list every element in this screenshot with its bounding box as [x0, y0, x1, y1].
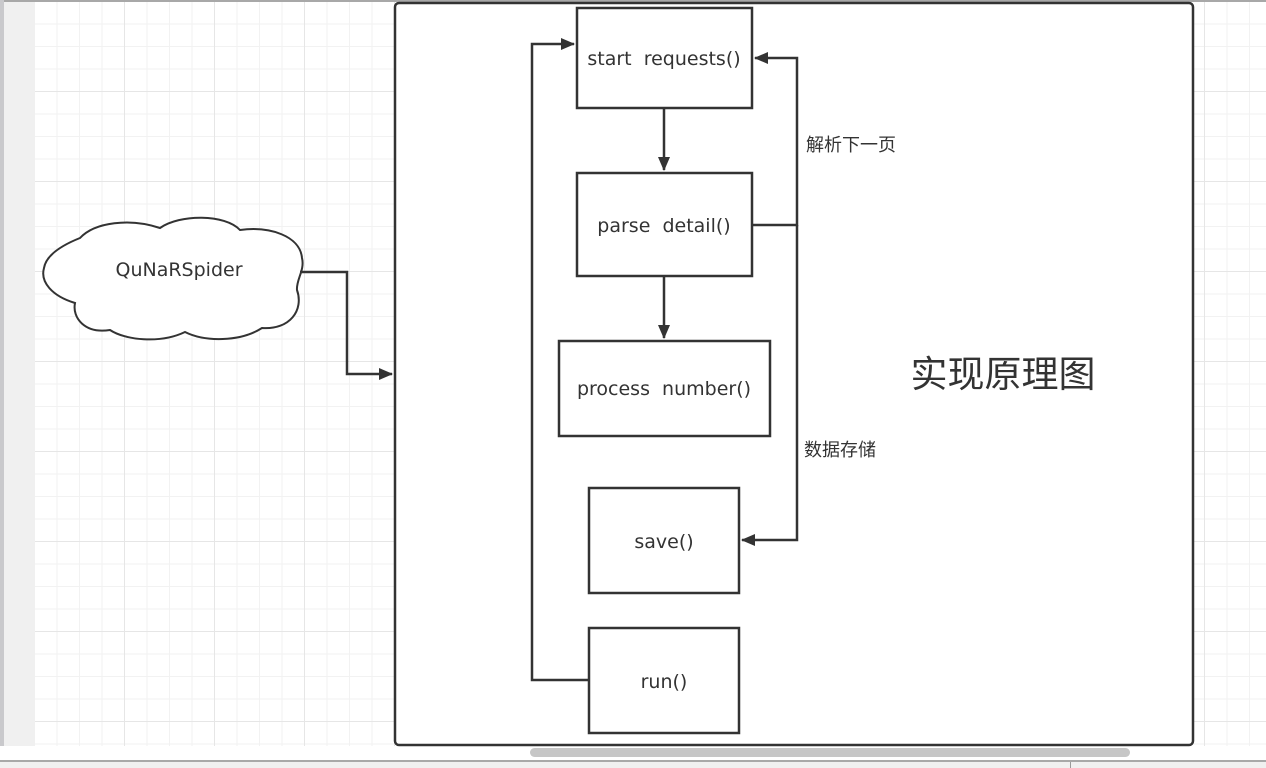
node-box	[587, 486, 741, 595]
diagram-title: 实现原理图	[911, 353, 1096, 396]
node-label: save()	[634, 531, 693, 553]
edge-parse-to-start-next-page	[752, 52, 799, 227]
bottom-bar-divider	[1070, 762, 1071, 768]
left-edge	[0, 0, 4, 746]
node-label: start requests()	[587, 48, 740, 70]
edge-label-next-page: 解析下一页	[806, 135, 896, 156]
node-box	[587, 626, 741, 735]
cloud-shape	[42, 216, 304, 341]
bottom-status-bar	[0, 760, 1266, 768]
node-box	[575, 171, 754, 278]
node-label: parse detail()	[597, 215, 730, 237]
horizontal-scrollbar-thumb[interactable]	[530, 748, 1130, 757]
node-run[interactable]: run()	[587, 626, 741, 735]
cloud-node-qunarspider[interactable]: QuNaRSpider	[42, 216, 304, 341]
node-process-number[interactable]: process number()	[557, 339, 772, 438]
node-save[interactable]: save()	[587, 486, 741, 595]
edge-run-to-start	[530, 38, 588, 682]
top-border	[0, 0, 1266, 2]
cloud-label: QuNaRSpider	[115, 259, 242, 281]
node-label: run()	[641, 671, 688, 693]
edge-spider-to-container	[300, 270, 393, 380]
node-label: process number()	[577, 378, 751, 400]
node-parse-detail[interactable]: parse detail()	[575, 171, 754, 278]
edge-parse-to-save	[741, 225, 799, 546]
node-start-requests[interactable]: start requests()	[575, 6, 754, 110]
node-box	[557, 339, 772, 438]
node-box	[575, 6, 754, 110]
left-gutter	[4, 2, 35, 746]
edge-label-data-storage: 数据存储	[804, 440, 876, 461]
